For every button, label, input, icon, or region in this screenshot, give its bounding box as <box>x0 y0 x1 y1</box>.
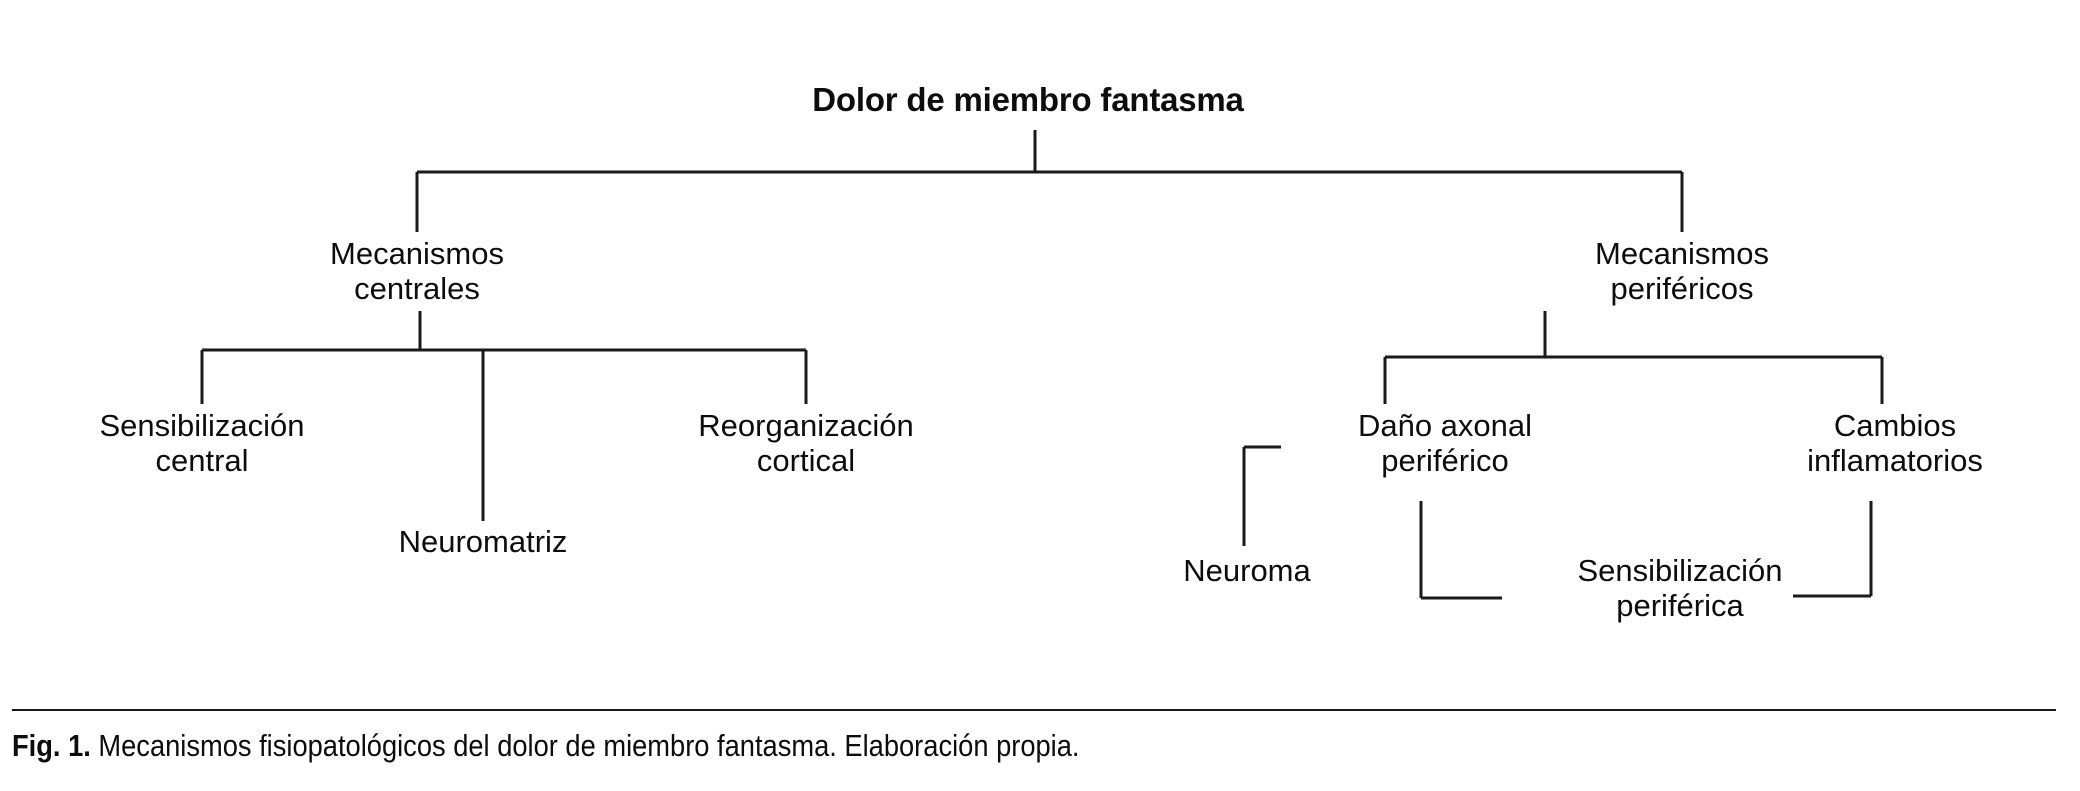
node-sensibilizacion-central: Sensibilización central <box>99 408 305 478</box>
caption-divider <box>12 709 2056 711</box>
node-reorganizacion-cortical: Reorganización cortical <box>698 408 914 478</box>
caption-figure-label: Fig. 1. <box>12 728 91 763</box>
node-mecanismos-perifericos: Mecanismos periféricos <box>1595 236 1769 306</box>
node-neuromatriz: Neuromatriz <box>398 524 568 559</box>
caption-text: Mecanismos fisiopatológicos del dolor de… <box>90 728 1080 763</box>
node-dano-axonal-periferico: Daño axonal periférico <box>1357 408 1533 478</box>
node-mecanismos-centrales: Mecanismos centrales <box>330 236 504 306</box>
node-sensibilizacion-periferica: Sensibilización periférica <box>1577 553 1783 623</box>
figure-caption: Fig. 1. Mecanismos fisiopatológicos del … <box>12 728 1807 764</box>
node-cambios-inflamatorios: Cambios inflamatorios <box>1807 408 1983 478</box>
node-dolor-miembro-fantasma: Dolor de miembro fantasma <box>812 81 1244 118</box>
node-neuroma: Neuroma <box>1183 553 1311 588</box>
